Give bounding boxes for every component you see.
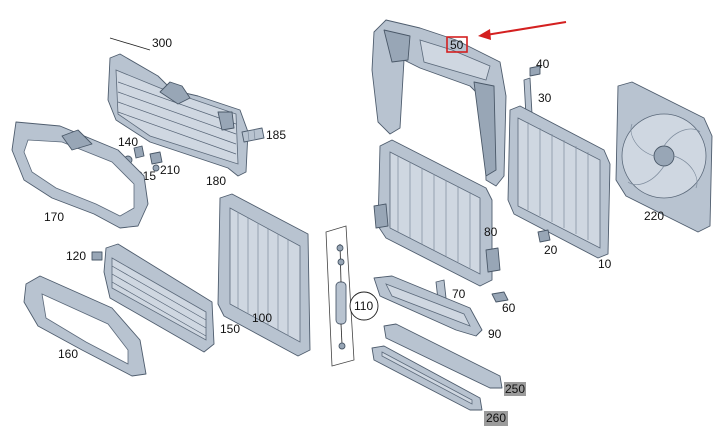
- part-150-lower-shutter[interactable]: [103, 243, 215, 353]
- label-160: 160: [58, 347, 78, 361]
- label-260: 260: [486, 411, 506, 425]
- label-50: 50: [450, 38, 464, 52]
- label-250-bg: [504, 382, 526, 396]
- label-185: 185: [266, 128, 286, 142]
- part-120-bolt[interactable]: [91, 251, 103, 261]
- label-300: 300: [152, 36, 172, 50]
- label-180: 180: [206, 174, 226, 188]
- part-80-radiator[interactable]: [373, 139, 501, 287]
- label-60: 60: [502, 301, 516, 315]
- part-160-lower-duct[interactable]: [23, 275, 147, 377]
- label-220: 220: [644, 209, 664, 223]
- label-40: 40: [536, 57, 550, 71]
- label-10: 10: [598, 257, 612, 271]
- part-300-180-grille-assembly[interactable]: [107, 53, 249, 177]
- label-150: 150: [220, 322, 240, 336]
- part-220-fan-shroud[interactable]: [615, 81, 713, 233]
- part-250-guide-strip[interactable]: [383, 323, 503, 389]
- label-260-bg: [484, 411, 508, 426]
- highlight-arrowhead: [478, 29, 491, 40]
- label-20: 20: [544, 243, 558, 257]
- label-50-highlight-box: [446, 36, 468, 53]
- part-170-air-duct[interactable]: [11, 121, 149, 229]
- part-185-clip[interactable]: [241, 127, 265, 143]
- part-260-guide-strip[interactable]: [371, 345, 483, 411]
- part-10-aux-radiator[interactable]: [507, 105, 611, 259]
- label-120: 120: [66, 249, 86, 263]
- part-60-bracket[interactable]: [491, 291, 509, 303]
- label-70: 70: [452, 287, 466, 301]
- part-100-condenser[interactable]: [217, 193, 311, 357]
- label-30: 30: [538, 91, 552, 105]
- part-90-air-deflector[interactable]: [373, 275, 483, 337]
- part-40-30-bracket[interactable]: [523, 65, 541, 117]
- label-110: 110: [354, 299, 373, 313]
- label-90: 90: [488, 327, 502, 341]
- label-100: 100: [252, 311, 272, 325]
- label-250: 250: [505, 382, 525, 396]
- label-140: 140: [118, 135, 138, 149]
- part-50-radiator-support[interactable]: [371, 19, 507, 187]
- highlight-arrow: [485, 21, 567, 36]
- part-110-receiver-dryer[interactable]: [325, 225, 355, 367]
- part-20-bolt[interactable]: [537, 229, 551, 243]
- label-170: 170: [44, 210, 64, 224]
- label-80: 80: [484, 225, 498, 239]
- label-210: 210: [160, 163, 180, 177]
